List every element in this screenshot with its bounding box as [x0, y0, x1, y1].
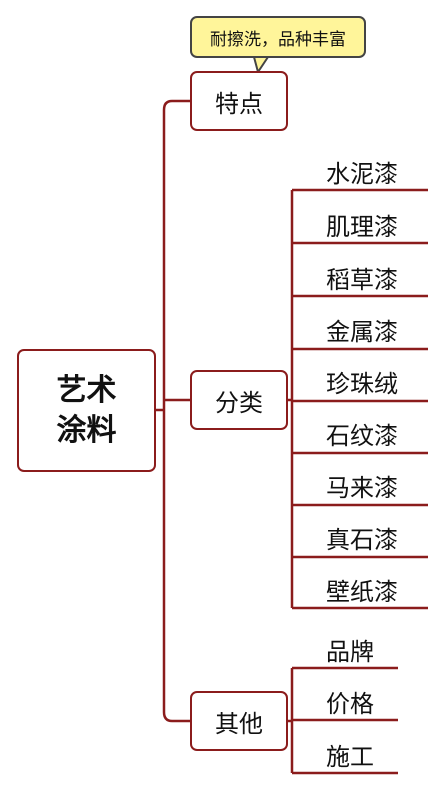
branch-node-fenlei[interactable]: 分类	[190, 370, 288, 430]
leaf-node[interactable]: 真石漆	[326, 526, 398, 554]
root-node[interactable]: 艺术 涂料	[17, 349, 156, 472]
root-label-line2: 涂料	[56, 412, 117, 448]
leaf-node[interactable]: 石纹漆	[326, 422, 398, 450]
branch-node-qita[interactable]: 其他	[190, 691, 288, 751]
leaf-node[interactable]: 稻草漆	[326, 266, 398, 294]
leaf-node[interactable]: 金属漆	[326, 318, 398, 346]
leaf-node[interactable]: 水泥漆	[326, 160, 398, 188]
leaf-node[interactable]: 马来漆	[326, 474, 398, 502]
branch-node-tedian[interactable]: 特点	[190, 71, 288, 131]
leaf-node[interactable]: 施工	[326, 743, 374, 771]
leaf-node[interactable]: 品牌	[326, 638, 374, 666]
leaf-node[interactable]: 壁纸漆	[326, 578, 398, 606]
callout-note: 耐擦洗，品种丰富	[190, 16, 366, 58]
connector-trunk-vertical	[162, 99, 173, 723]
callout-pointer	[253, 56, 269, 75]
leaf-node[interactable]: 价格	[326, 690, 374, 718]
leaf-node[interactable]: 肌理漆	[326, 213, 398, 241]
leaf-node[interactable]: 珍珠绒	[326, 370, 398, 398]
root-label-line1: 艺术	[56, 372, 117, 408]
